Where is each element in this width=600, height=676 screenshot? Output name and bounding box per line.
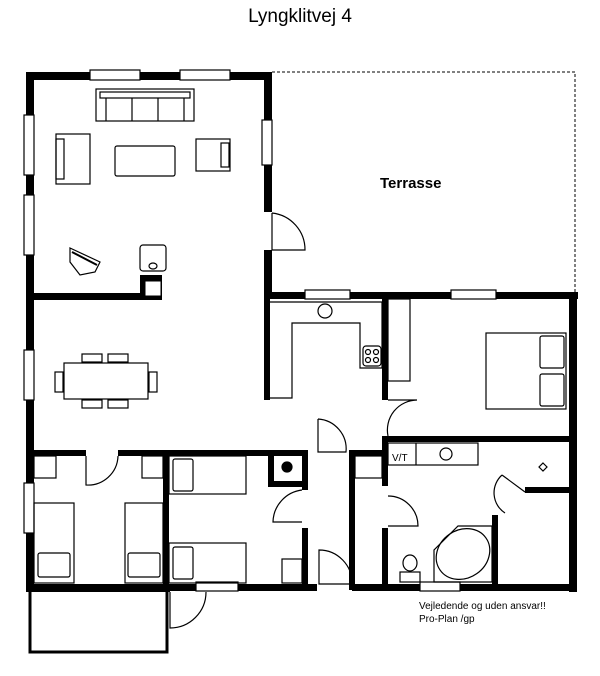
- bathroom-door: [387, 495, 419, 527]
- single-bed: [168, 542, 247, 584]
- toilet: [402, 554, 418, 572]
- vanity: [387, 442, 479, 466]
- stove: [139, 244, 167, 272]
- double-bed: [485, 332, 567, 410]
- window: [450, 289, 497, 300]
- window: [89, 69, 141, 81]
- kitchen-sink: [317, 303, 333, 319]
- sofa: [95, 88, 195, 122]
- walls: [26, 72, 578, 592]
- hall-door: [317, 418, 347, 453]
- terrace-door: [271, 212, 306, 251]
- room-label-utility: V/T: [392, 453, 408, 464]
- hall-cabinet: [354, 455, 383, 479]
- bathroom-sink: [439, 447, 453, 461]
- nightstand: [33, 455, 57, 479]
- plan-title: Lyngklitvej 4: [248, 6, 352, 27]
- window: [23, 482, 35, 534]
- room-label-terrace: Terrasse: [380, 175, 442, 192]
- single-bed: [168, 455, 247, 495]
- window: [23, 114, 35, 176]
- bedroom-door: [272, 489, 303, 523]
- window: [179, 69, 231, 81]
- cooktop: [362, 345, 382, 367]
- window: [304, 289, 351, 300]
- single-bed: [33, 502, 75, 584]
- window: [23, 194, 35, 256]
- window: [419, 581, 461, 592]
- kitchen-counter: [270, 301, 383, 399]
- window: [195, 581, 239, 592]
- wardrobe: [387, 298, 411, 382]
- nightstand: [141, 455, 164, 479]
- entrance-door: [318, 549, 353, 585]
- terrace-outline: [272, 71, 576, 292]
- bedroom-door: [386, 399, 418, 437]
- shower-drain: [538, 462, 548, 472]
- single-bed: [124, 502, 164, 584]
- armchair: [55, 133, 91, 185]
- dining-table: [63, 362, 149, 400]
- bathtub: [433, 525, 493, 583]
- credit-text: Pro-Plan /gp: [419, 614, 475, 625]
- storage-room: [28, 588, 169, 654]
- disclaimer-text: Vejledende og uden ansvar!!: [419, 601, 546, 612]
- bedroom-door: [85, 455, 119, 486]
- window: [261, 119, 273, 166]
- nightstand: [281, 558, 303, 584]
- heat-pump: [281, 461, 293, 473]
- coffee-table: [114, 145, 176, 177]
- window: [23, 349, 35, 401]
- shower-door: [493, 474, 506, 514]
- storage-door: [169, 591, 207, 629]
- piano: [69, 247, 101, 276]
- armchair: [195, 138, 231, 172]
